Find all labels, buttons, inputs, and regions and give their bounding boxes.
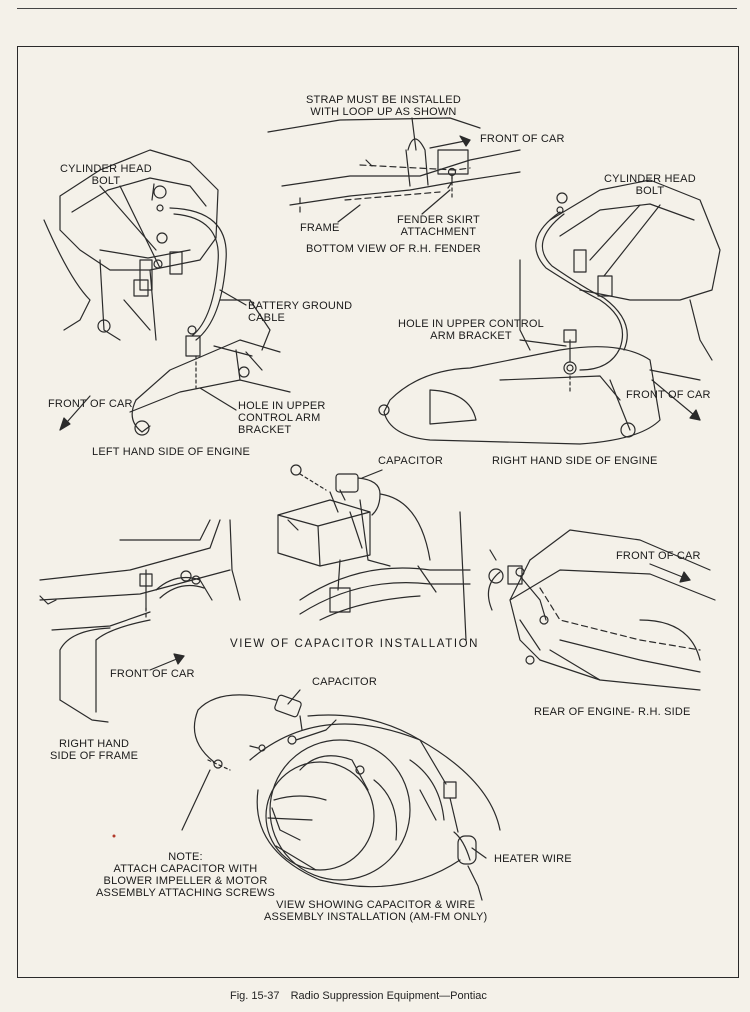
- figure-number: Fig. 15-37: [230, 990, 280, 1002]
- capacitor-installation-drawing: [277, 464, 471, 621]
- rh-frame-line-1: RIGHT HAND: [58, 738, 130, 750]
- battery-ground-line-1: BATTERY GROUND: [248, 300, 353, 312]
- strap-note-line-1: STRAP MUST BE INSTALLED: [306, 94, 461, 106]
- right-hand-side-frame-title: RIGHT HAND SIDE OF FRAME: [50, 738, 138, 762]
- note-line-1: NOTE:: [168, 851, 203, 863]
- rear-engine-drawing: [459, 511, 716, 691]
- front-of-car-label-top: FRONT OF CAR: [480, 133, 565, 145]
- capacitor-label-center: CAPACITOR: [378, 455, 443, 467]
- cylinder-head-line-1: CYLINDER HEAD: [604, 173, 696, 185]
- rh-frame-drawing: [39, 519, 241, 723]
- battery-ground-line-2: CABLE: [248, 312, 286, 324]
- figure-caption: Fig. 15-37 Radio Suppression Equipment—P…: [230, 990, 495, 1002]
- front-of-car-label-left: FRONT OF CAR: [48, 398, 133, 410]
- right-side-engine-title: RIGHT HAND SIDE OF ENGINE: [492, 455, 658, 467]
- cylinder-head-bolt-label-right: CYLINDER HEAD BOLT: [604, 173, 696, 197]
- fender-bottom-view-drawing: [267, 117, 521, 213]
- front-of-car-label-frame: FRONT OF CAR: [110, 668, 195, 680]
- note-line-3: BLOWER IMPELLER & MOTOR: [103, 875, 268, 887]
- left-side-engine-title: LEFT HAND SIDE OF ENGINE: [92, 446, 251, 458]
- left-engine-drawing: [43, 149, 291, 436]
- cylinder-head-line-1: CYLINDER HEAD: [60, 163, 152, 175]
- hole-upper-line-2: CONTROL ARM: [238, 412, 321, 424]
- hole-upper-control-arm-label-right: HOLE IN UPPER CONTROL ARM BRACKET: [398, 318, 544, 342]
- fender-skirt-line-2: ATTACHMENT: [400, 226, 477, 238]
- front-of-car-label-rear-engine: FRONT OF CAR: [616, 550, 701, 562]
- view-showing-capacitor-title: VIEW SHOWING CAPACITOR & WIRE ASSEMBLY I…: [264, 899, 487, 923]
- view-showing-line-1: VIEW SHOWING CAPACITOR & WIRE: [276, 899, 476, 911]
- front-of-car-label-right: FRONT OF CAR: [626, 389, 711, 401]
- hole-upper-line-1: HOLE IN UPPER: [238, 400, 326, 412]
- heater-wire-label: HEATER WIRE: [494, 853, 572, 865]
- hole-upper-line-3: BRACKET: [238, 424, 292, 436]
- note-label: NOTE: ATTACH CAPACITOR WITH BLOWER IMPEL…: [96, 851, 275, 899]
- hole-upper-right-line-2: ARM BRACKET: [430, 330, 512, 342]
- right-engine-drawing: [378, 179, 721, 445]
- fender-skirt-line-1: FENDER SKIRT: [397, 214, 480, 226]
- fender-skirt-label: FENDER SKIRT ATTACHMENT: [397, 214, 480, 238]
- bottom-view-title: BOTTOM VIEW OF R.H. FENDER: [306, 243, 481, 255]
- cylinder-head-bolt-label-left: CYLINDER HEAD BOLT: [60, 163, 152, 187]
- capacitor-label-bottom: CAPACITOR: [312, 676, 377, 688]
- cylinder-head-line-2: BOLT: [635, 185, 665, 197]
- hole-upper-control-arm-label-left: HOLE IN UPPER CONTROL ARM BRACKET: [238, 400, 326, 436]
- strap-note-line-2: WITH LOOP UP AS SHOWN: [310, 106, 457, 118]
- rear-of-engine-title: REAR OF ENGINE- R.H. SIDE: [534, 706, 691, 718]
- cylinder-head-line-2: BOLT: [91, 175, 121, 187]
- top-rule: [17, 8, 737, 9]
- strap-note: STRAP MUST BE INSTALLED WITH LOOP UP AS …: [306, 94, 461, 118]
- page-frame: [17, 46, 739, 978]
- view-capacitor-installation-title: VIEW OF CAPACITOR INSTALLATION: [230, 638, 480, 650]
- bottom-capacitor-and-wire: [193, 694, 483, 901]
- rh-frame-line-2: SIDE OF FRAME: [50, 750, 139, 762]
- note-line-2: ATTACH CAPACITOR WITH: [113, 863, 258, 875]
- figure-title: Radio Suppression Equipment—Pontiac: [290, 990, 487, 1002]
- note-line-4: ASSEMBLY ATTACHING SCREWS: [96, 887, 275, 899]
- hole-upper-right-line-1: HOLE IN UPPER CONTROL: [398, 318, 545, 330]
- battery-ground-cable-label: BATTERY GROUND CABLE: [248, 300, 352, 324]
- view-showing-line-2: ASSEMBLY INSTALLATION (AM-FM ONLY): [264, 911, 488, 923]
- frame-label: FRAME: [300, 222, 340, 234]
- blower-motor-drawing: [249, 719, 501, 888]
